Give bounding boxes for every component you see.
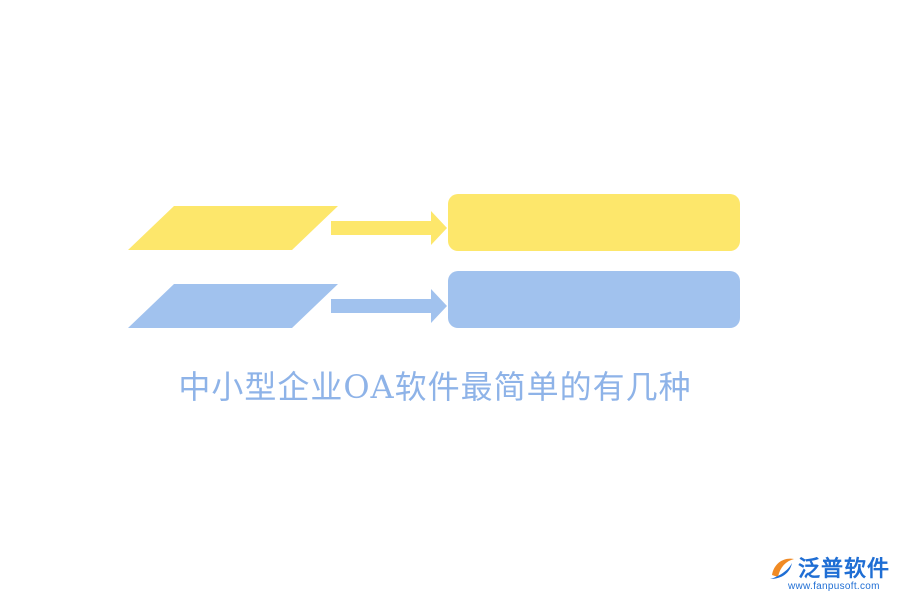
diagram-title: 中小型企业OA软件最简单的有几种 [178, 368, 692, 406]
fanpu-logo[interactable]: 泛普软件 www.fanpusoft.com [768, 551, 894, 595]
logo-name: 泛普软件 [798, 557, 891, 582]
result-box-1 [448, 194, 740, 251]
logo-mark-icon [770, 558, 794, 579]
parallelogram-shape-1 [128, 206, 338, 250]
logo-url: www.fanpusoft.com [788, 581, 880, 592]
result-box-2 [448, 271, 740, 328]
arrow-icon-1 [331, 211, 447, 245]
arrow-icon-2 [331, 289, 447, 323]
parallelogram-shape-2 [128, 284, 338, 328]
